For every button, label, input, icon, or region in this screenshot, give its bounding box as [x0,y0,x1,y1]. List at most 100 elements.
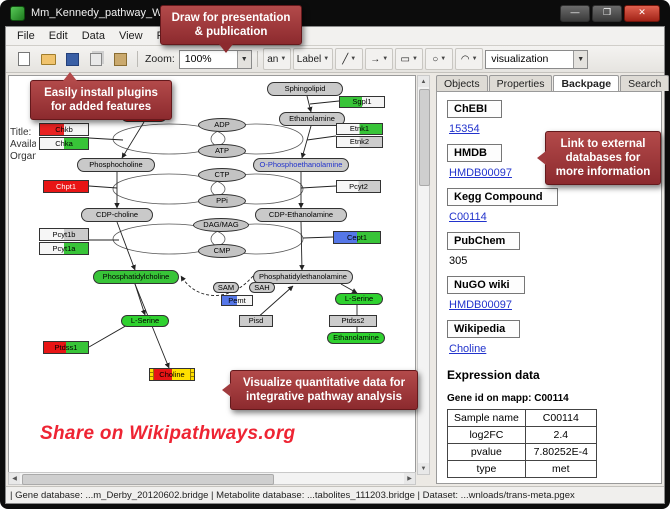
pathway-node-pemt[interactable]: Pemt [221,295,253,306]
horizontal-scrollbar[interactable]: ◀ ▶ [8,472,416,485]
chevron-down-icon[interactable]: ▼ [382,56,389,62]
pathway-node-chka[interactable]: Chka [39,137,89,150]
table-cell: type [447,460,526,478]
app-icon [10,5,25,21]
pathway-node-etnk2[interactable]: Etnk2 [336,136,383,148]
oval-tool[interactable]: ○▼ [425,48,454,70]
pathway-node-cmp[interactable]: CMP [198,244,246,258]
menu-view[interactable]: View [118,30,143,42]
pathway-node-phosphatidylcholine[interactable]: Phosphatidylcholine [93,270,179,284]
side-label: Organi [10,151,36,162]
pathway-node-sam[interactable]: SAM [213,282,239,293]
pathway-node-ctp[interactable]: CTP [198,168,246,182]
pathway-node-chkb[interactable]: Chkb [39,123,89,136]
arrow-tool[interactable]: →▼ [365,48,394,70]
chevron-down-icon[interactable]: ▼ [350,56,357,62]
pathway-node-ptdss1[interactable]: Ptdss1 [43,341,89,354]
side-label: Availa [10,139,36,150]
line-tool-glyph: ╱ [342,53,349,65]
external-link-choline[interactable]: Choline [449,343,487,355]
table-cell: 7.80252E-4 [524,443,597,461]
new-file-button[interactable] [12,48,36,70]
side-label: Title: [10,127,32,138]
label-tool[interactable]: Label▼ [292,48,334,70]
menu-edit[interactable]: Edit [48,30,68,42]
vertical-scroll-thumb[interactable] [419,89,430,186]
zoom-combobox[interactable]: 100% ▼ [178,49,252,69]
tab-backpage[interactable]: Backpage [553,75,620,91]
pathway-node-ppi[interactable]: PPi [198,194,246,208]
pathway-node-o-phosphoethanolamine[interactable]: O-Phosphoethanolamine [253,158,349,172]
arc-tool[interactable]: ◠▼ [455,48,484,70]
rect-tool[interactable]: ▭▼ [395,48,424,70]
pathway-node-choline[interactable]: Choline [149,368,195,381]
line-tool[interactable]: ╱▼ [335,48,364,70]
tab-objects[interactable]: Objects [436,75,488,91]
maximize-button[interactable]: ❐ [592,4,622,22]
external-link-c00114[interactable]: C00114 [449,211,487,223]
sidebar-tabs: ObjectsPropertiesBackpageSearchLegend [436,75,670,91]
external-link-15354[interactable]: 15354 [449,123,480,135]
menu-data[interactable]: Data [81,30,105,42]
tab-search[interactable]: Search [620,75,670,91]
pathway-canvas[interactable]: SphingolipidSgpl1EthanolamineCholine Chkb… [8,75,416,475]
pathway-node-pcyt1b[interactable]: Pcyt1b [39,228,89,241]
pathway-node-ptdss2[interactable]: Ptdss2 [329,315,377,327]
external-link-hmdb00097[interactable]: HMDB00097 [449,167,512,179]
visualization-combobox[interactable]: visualization ▼ [485,49,589,69]
pathway-node-adp[interactable]: ADP [198,118,246,132]
pathway-node-sah[interactable]: SAH [249,282,275,293]
arc-tool-glyph: ◠ [460,53,470,65]
chevron-down-icon[interactable]: ▼ [280,56,287,62]
pathway-node-cdp-ethanolamine[interactable]: CDP-Ethanolamine [255,208,347,222]
pathway-node-cdp-choline[interactable]: CDP-choline [81,208,153,222]
datanode-tool[interactable]: an▼ [262,48,291,70]
pathway-node-cept1[interactable]: Cept1 [333,231,381,244]
pathway-node-ethanolamine[interactable]: Ethanolamine [279,112,345,126]
pathway-node-dag-mag[interactable]: DAG/MAG [193,218,249,232]
pathway-node-ethanolamine[interactable]: Ethanolamine [327,332,385,344]
pathway-node-phosphatidylethanolamine[interactable]: Phosphatidylethanolamine [253,270,353,284]
chevron-down-icon[interactable]: ▼ [411,56,418,62]
scroll-up-icon[interactable]: ▲ [418,76,429,87]
selection-handle[interactable] [150,371,154,377]
pathway-node-atp[interactable]: ATP [198,144,246,158]
pathway-node-sgpl1[interactable]: Sgpl1 [339,96,385,108]
pathway-node-sphingolipid[interactable]: Sphingolipid [267,82,343,96]
chevron-down-icon[interactable]: ▼ [471,56,478,62]
external-link-hmdb00097[interactable]: HMDB00097 [449,299,512,311]
copy-button[interactable] [84,48,108,70]
pathway-node-pcyt2[interactable]: Pcyt2 [336,180,381,193]
chevron-down-icon[interactable]: ▼ [323,56,330,62]
scroll-down-icon[interactable]: ▼ [418,463,429,474]
pathway-node-etnk1[interactable]: Etnk1 [336,123,383,135]
backpage-header-hmdb: HMDB [447,144,502,162]
menu-file[interactable]: File [17,30,35,42]
chevron-down-icon[interactable]: ▼ [440,56,447,62]
minimize-button[interactable]: — [560,4,590,22]
close-button[interactable]: ✕ [624,4,660,22]
backpage-header-chebi: ChEBI [447,100,502,118]
open-file-button[interactable] [36,48,60,70]
chevron-down-icon[interactable]: ▼ [573,50,588,68]
selection-handle[interactable] [190,371,194,377]
scroll-left-icon[interactable]: ◀ [9,473,20,484]
horizontal-scroll-thumb[interactable] [22,474,274,485]
pathway-node-chpt1[interactable]: Chpt1 [43,180,89,193]
paste-button[interactable] [108,48,132,70]
gene-id-line: Gene id on mapp: C00114 [447,393,569,404]
selection-handle[interactable] [150,376,154,380]
pathway-node-phosphocholine[interactable]: Phosphocholine [77,158,155,172]
pathway-node-pcyt1a[interactable]: Pcyt1a [39,242,89,255]
selection-handle[interactable] [190,376,194,380]
chevron-down-icon[interactable]: ▼ [236,50,251,68]
pathway-node-pisd[interactable]: Pisd [239,315,273,327]
scroll-right-icon[interactable]: ▶ [404,473,415,484]
vertical-scrollbar[interactable]: ▲ ▼ [417,75,430,475]
table-cell: Sample name [447,409,526,427]
save-file-button[interactable] [60,48,84,70]
pathway-node-l-serine[interactable]: L-Serine [121,315,169,327]
tab-properties[interactable]: Properties [488,75,553,91]
pathway-node-l-serine[interactable]: L-Serine [335,293,383,305]
